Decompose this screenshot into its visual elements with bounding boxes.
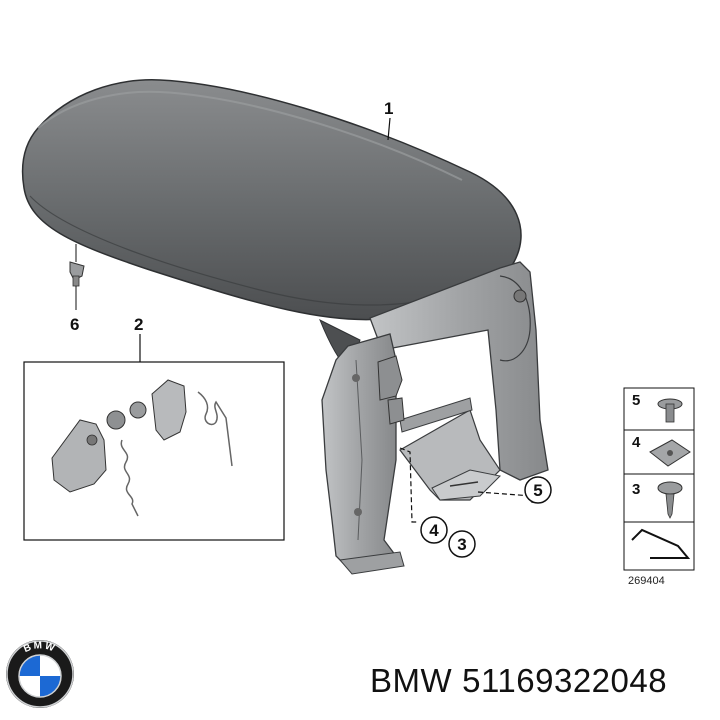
manufacturer-name: BMW — [370, 662, 453, 699]
callout-3-badge: 3 — [448, 530, 476, 558]
part-number: 51169322048 — [462, 662, 668, 699]
callout-5: 5 — [533, 481, 542, 500]
legend-item-3: 3 — [632, 481, 640, 498]
bmw-logo-icon: BMW — [6, 640, 74, 708]
callout-6: 6 — [70, 315, 79, 334]
hinge-bracket — [321, 261, 549, 575]
callout-5-badge: 5 — [524, 476, 552, 504]
screw-part-6 — [69, 244, 85, 310]
bolt-icon — [657, 398, 683, 423]
screw-icon — [657, 481, 683, 519]
logo-lettering: BMW — [22, 640, 58, 655]
fastener-legend: 5 4 3 269404 — [623, 387, 695, 587]
callout-4: 4 — [429, 521, 439, 540]
sheet-metal-icon — [631, 528, 691, 559]
callout-3: 3 — [457, 535, 466, 554]
lock-mechanism-box — [23, 361, 285, 541]
legend-item-5: 5 — [632, 392, 640, 409]
callout-1: 1 — [384, 99, 393, 118]
legend-item-4: 4 — [632, 434, 641, 451]
diagram-reference: 269404 — [628, 575, 665, 587]
callout-2: 2 — [134, 315, 143, 334]
callout-4-badge: 4 — [420, 516, 448, 544]
nut-clip-icon — [649, 439, 691, 467]
